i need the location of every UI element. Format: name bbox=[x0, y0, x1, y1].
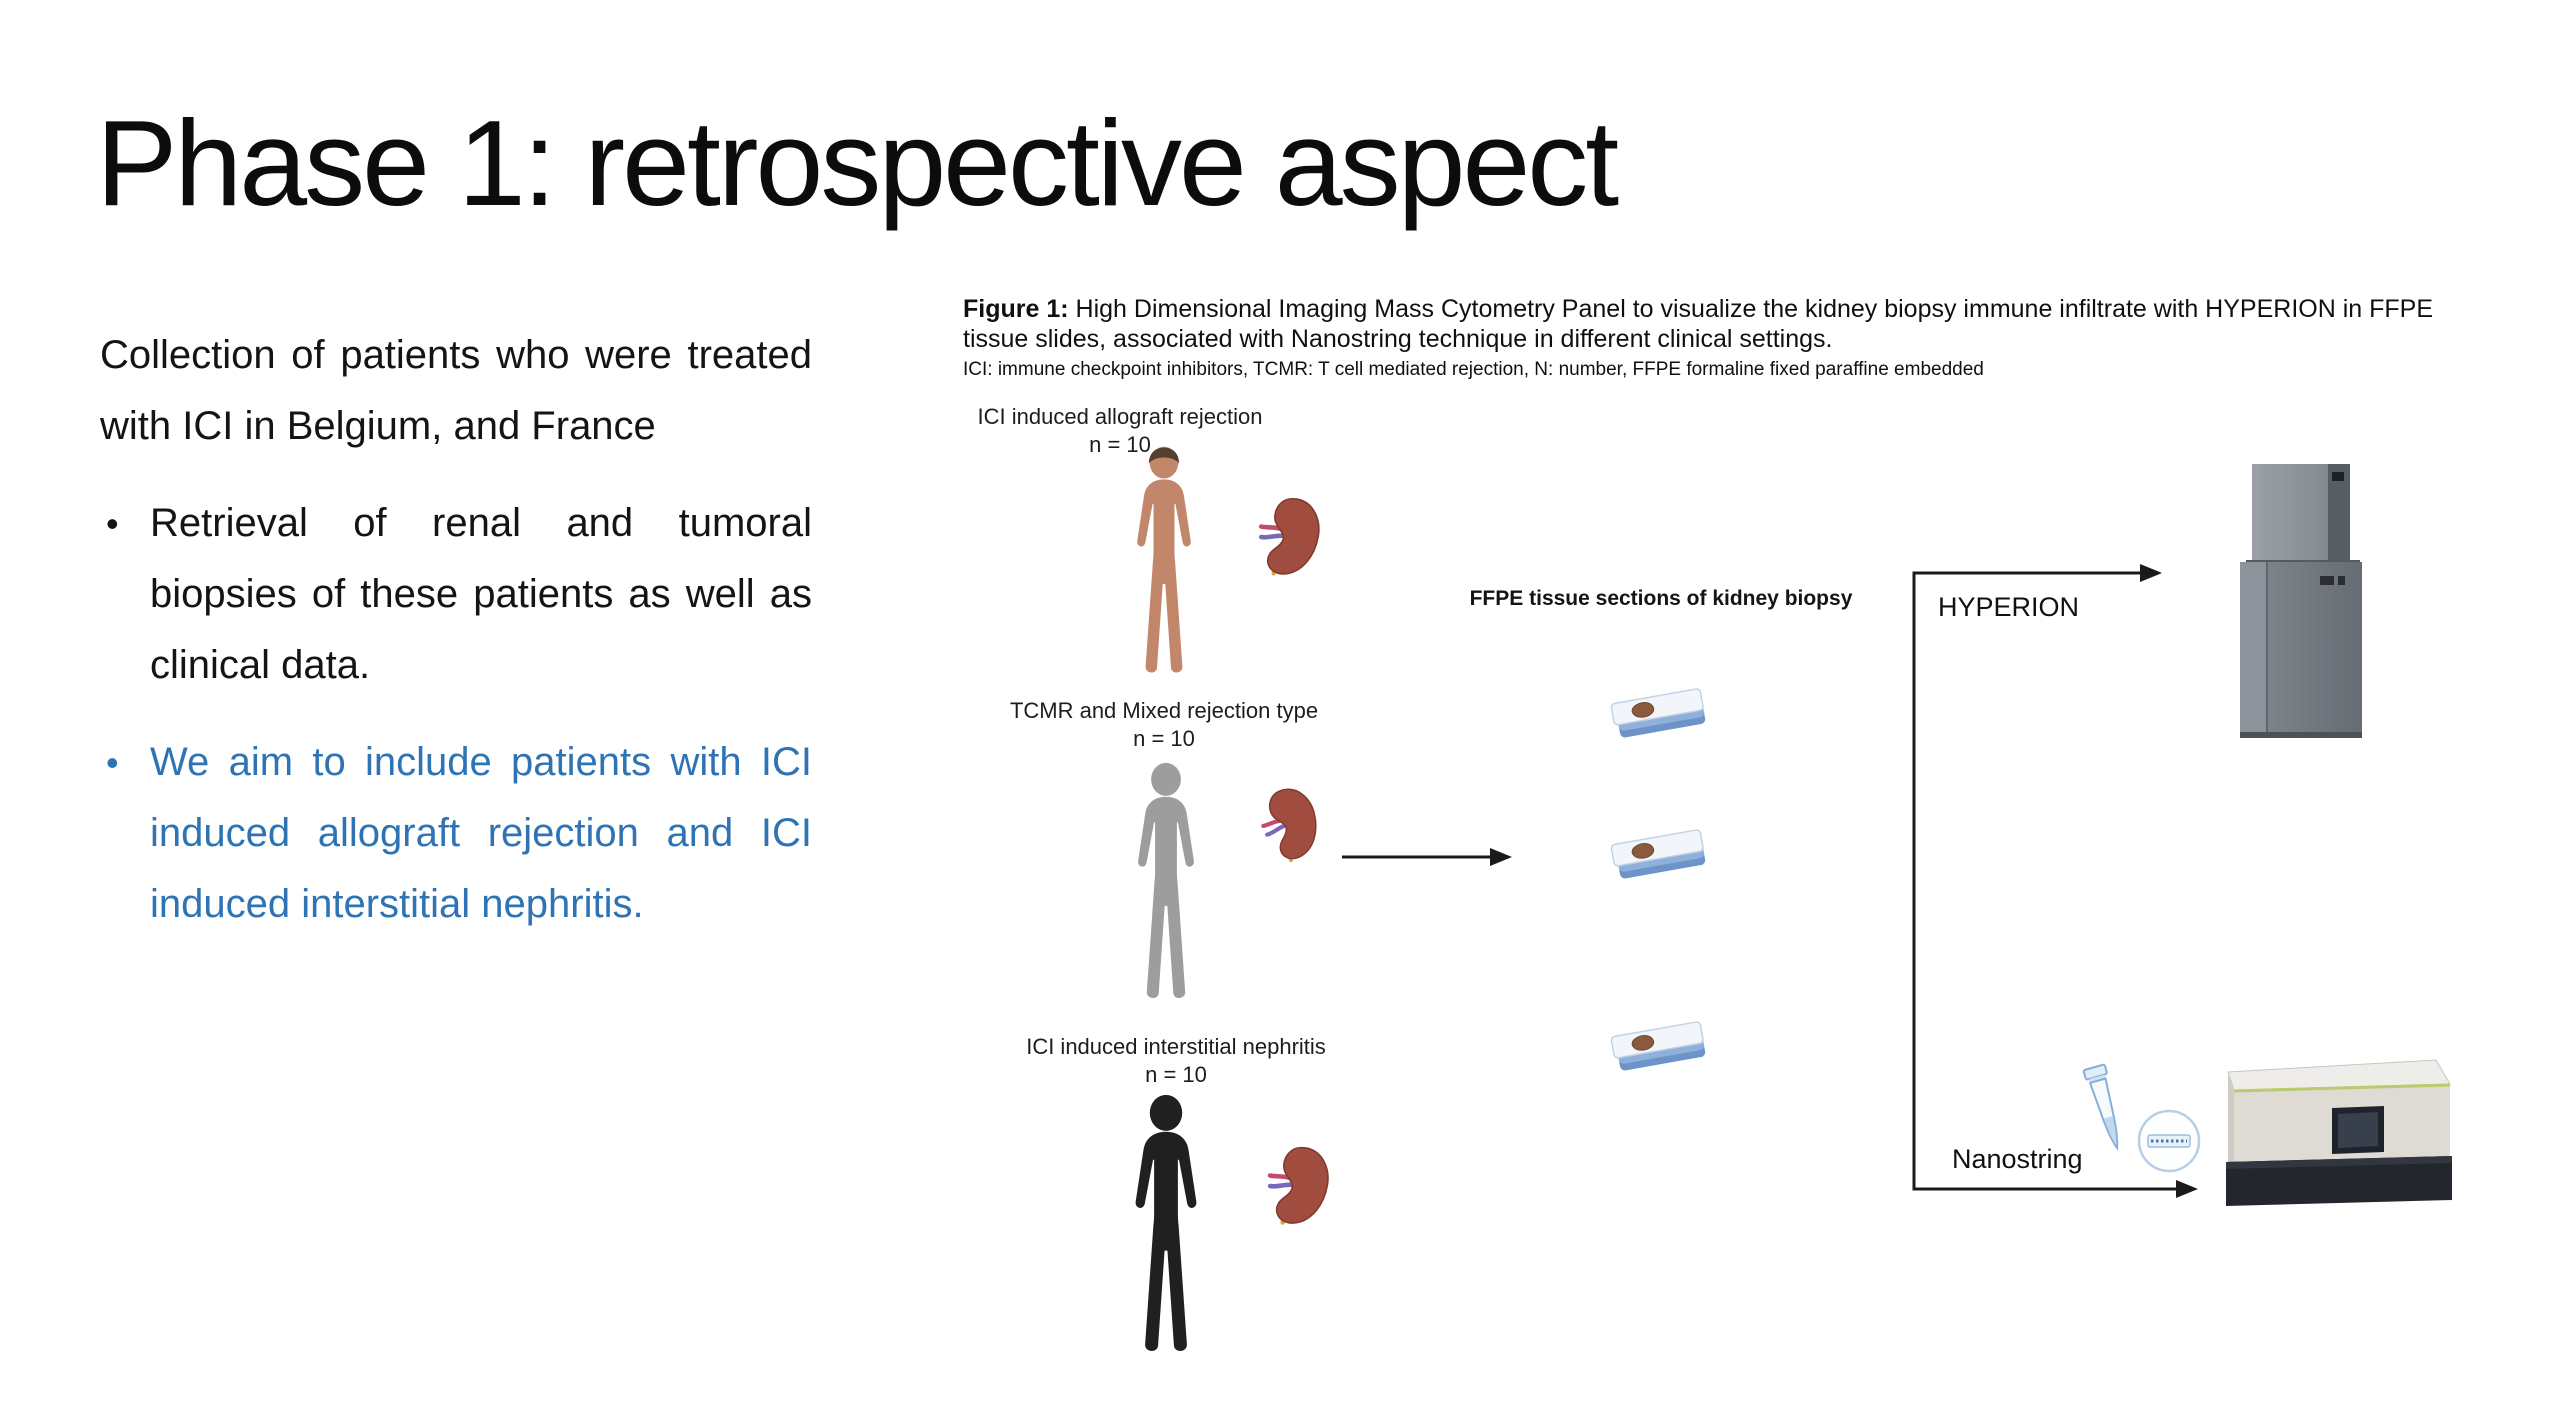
group-count-allograft-rejection: n = 10 bbox=[1089, 432, 1151, 457]
group-label-interstitial-nephritis: ICI induced interstitial nephritis bbox=[1026, 1034, 1326, 1059]
page-title: Phase 1: retrospective aspect bbox=[96, 95, 1619, 231]
cartridge-icon bbox=[2137, 1109, 2201, 1173]
group-label-tcmr-mixed: TCMR and Mixed rejection type bbox=[1009, 698, 1319, 723]
figure-caption-abbreviations: ICI: immune checkpoint inhibitors, TCMR:… bbox=[963, 359, 1984, 380]
ffpe-sections-label: FFPE tissue sections of kidney biopsy bbox=[1469, 587, 1853, 610]
hyperion-label: HYPERION bbox=[1938, 592, 2080, 622]
group-count-tcmr-mixed: n = 10 bbox=[1133, 726, 1195, 751]
person-black-icon bbox=[1135, 1094, 1197, 1351]
kidney-icon bbox=[1258, 498, 1320, 576]
person-gray-icon bbox=[1138, 762, 1194, 999]
figure-caption-label: Figure 1: bbox=[963, 295, 1069, 323]
microscope-slide-icon bbox=[1610, 829, 1706, 879]
kidney-icon bbox=[1261, 788, 1317, 863]
figure-caption-text: High Dimensional Imaging Mass Cytometry … bbox=[963, 295, 2434, 353]
bullet-item-aim: We aim to include patients with ICI indu… bbox=[100, 727, 812, 940]
group-label-allograft-rejection: ICI induced allograft rejection bbox=[977, 404, 1263, 429]
intro-paragraph: Collection of patients who were treated … bbox=[100, 333, 812, 448]
nanostring-label: Nanostring bbox=[1952, 1144, 2083, 1174]
hyperion-machine-icon bbox=[2240, 464, 2362, 738]
group-count-interstitial-nephritis: n = 10 bbox=[1145, 1062, 1207, 1087]
microscope-slide-icon bbox=[1610, 1021, 1706, 1071]
bullet-item-retrieval: Retrieval of renal and tumoral biopsies … bbox=[100, 488, 812, 701]
kidney-icon bbox=[1267, 1146, 1329, 1225]
nanostring-machine-icon bbox=[2226, 1059, 2452, 1206]
figure-caption: Figure 1: High Dimensional Imaging Mass … bbox=[963, 294, 2483, 381]
person-skin-icon bbox=[1137, 446, 1191, 673]
left-text-column: Collection of patients who were treated … bbox=[100, 320, 812, 966]
sample-tube-icon bbox=[2082, 1063, 2119, 1151]
microscope-slide-icon bbox=[1610, 688, 1706, 738]
